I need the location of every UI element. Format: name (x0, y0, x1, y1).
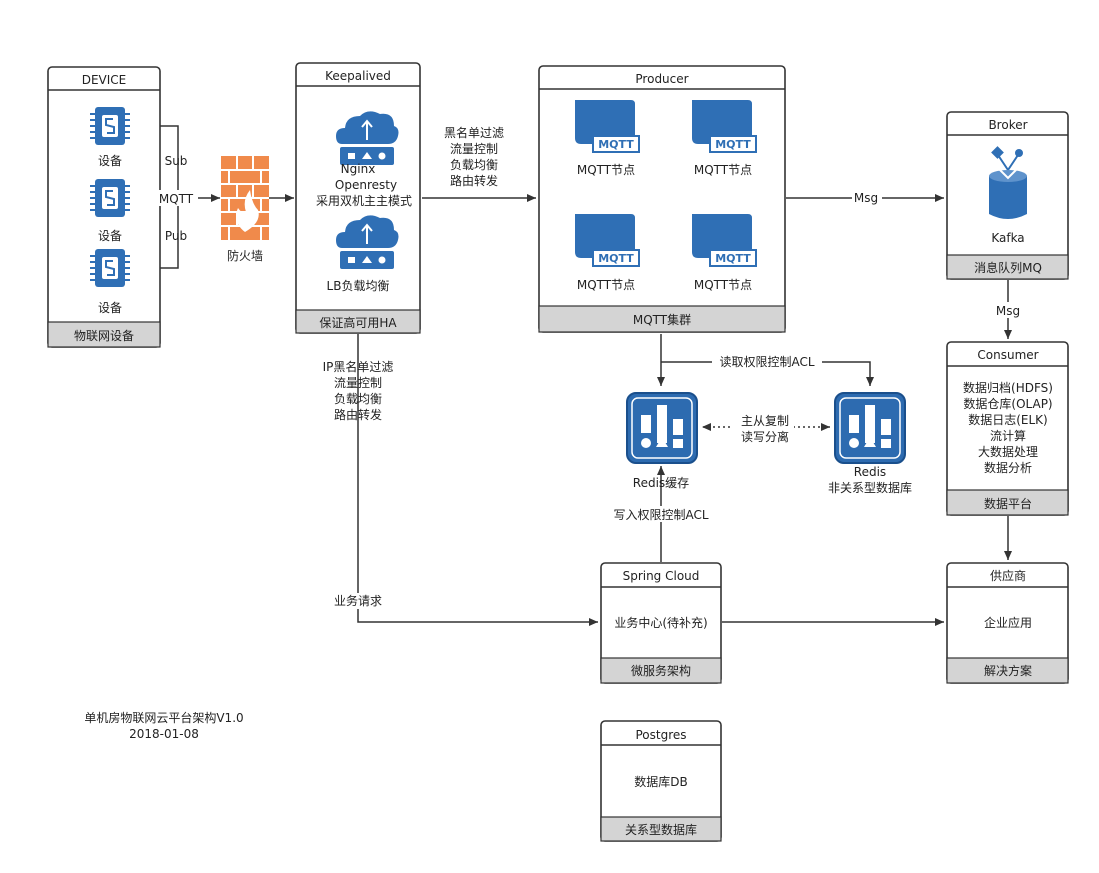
node-label: MQTT节点 (577, 163, 635, 177)
consumer-line: 数据分析 (984, 460, 1032, 475)
spring-footer: 微服务架构 (631, 663, 691, 678)
producer-title: Producer (635, 72, 688, 86)
acl-read-label: 读取权限控制ACL (719, 355, 814, 369)
link-mqtt: MQTT (159, 192, 194, 206)
consumer-title: Consumer (977, 348, 1038, 362)
consumer-line: 流计算 (990, 428, 1026, 443)
nginx-label: Nginx (341, 162, 376, 176)
redis-db-sublabel: 非关系型数据库 (828, 480, 912, 495)
broker-title: Broker (988, 118, 1027, 132)
postgres-body: 数据库DB (634, 774, 687, 789)
acl-write-label: 写入权限控制ACL (613, 508, 708, 522)
mqtt-node: MQTT MQTT节点 (691, 213, 757, 292)
supplier-group: 供应商 企业应用 解决方案 (946, 562, 1069, 684)
spring-title: Spring Cloud (623, 569, 700, 583)
lb-label: LB负载均衡 (327, 279, 390, 293)
ip-filter-labels: IP黑名单过滤 流量控制 负载均衡 路由转发 (323, 359, 394, 422)
chip-icon (89, 248, 131, 288)
producer-group: Producer MQTT集群 MQTT MQTT节点 MQTT MQTT节点 … (538, 65, 786, 333)
device-title: DEVICE (82, 73, 127, 87)
consumer-line: 数据日志(ELK) (968, 412, 1048, 427)
consumer-group: Consumer 数据归档(HDFS) 数据仓库(OLAP) 数据日志(ELK)… (946, 341, 1069, 516)
producer-footer: MQTT集群 (633, 312, 691, 327)
postgres-footer: 关系型数据库 (625, 822, 697, 837)
postgres-group: Postgres 数据库DB 关系型数据库 (600, 720, 722, 842)
firewall-label: 防火墙 (227, 248, 263, 263)
mode-label: 采用双机主主模式 (316, 194, 412, 208)
device-label: 设备 (98, 154, 122, 168)
node-label: MQTT节点 (577, 278, 635, 292)
chip-icon (89, 178, 131, 218)
device-label: 设备 (98, 301, 122, 315)
supplier-title: 供应商 (990, 568, 1026, 583)
keepalived-footer: 保证高可用HA (319, 315, 397, 330)
node-tag: MQTT (715, 252, 751, 265)
node-label: MQTT节点 (694, 163, 752, 177)
edge-label: 流量控制 (334, 376, 382, 390)
broker-footer: 消息队列MQ (974, 260, 1042, 275)
consumer-line: 数据归档(HDFS) (963, 380, 1053, 395)
openresty-label: Openresty (335, 178, 397, 192)
redis-icon (626, 392, 698, 464)
edge-label: 黑名单过滤 (444, 125, 504, 140)
edge-label: 负载均衡 (334, 392, 382, 406)
mqtt-node: MQTT MQTT节点 (574, 99, 640, 177)
supplier-body: 企业应用 (984, 615, 1032, 630)
edge-label: 路由转发 (450, 173, 498, 188)
spring-cloud-group: Spring Cloud 业务中心(待补充) 微服务架构 (600, 562, 722, 684)
kafka-label: Kafka (991, 231, 1024, 245)
diagram-date: 2018-01-08 (129, 727, 199, 741)
node-tag: MQTT (598, 138, 634, 151)
postgres-title: Postgres (635, 728, 686, 742)
keepalived-group: Keepalived 保证高可用HA Nginx Openresty 采用双机主… (295, 62, 421, 334)
node-tag: MQTT (715, 138, 751, 151)
redis-db-label: Redis (854, 465, 886, 479)
kafka-icon (989, 146, 1027, 219)
edge-label-group: 黑名单过滤 流量控制 负载均衡 路由转发 (444, 125, 504, 188)
mqtt-node: MQTT MQTT节点 (574, 213, 640, 292)
replication-label: 读写分离 (741, 429, 789, 444)
consumer-line: 数据仓库(OLAP) (963, 396, 1052, 411)
business-request-label: 业务请求 (334, 593, 382, 608)
link-sub: Sub (165, 154, 188, 168)
device-label: 设备 (98, 229, 122, 243)
redis-icon (834, 392, 906, 464)
edge-label: 负载均衡 (450, 158, 498, 172)
edge-label: 路由转发 (334, 407, 382, 422)
chip-icon (89, 106, 131, 146)
link-pub: Pub (165, 229, 187, 243)
replication-label: 主从复制 (741, 414, 789, 428)
consumer-footer: 数据平台 (984, 496, 1032, 511)
edge-label: IP黑名单过滤 (323, 359, 394, 374)
device-footer: 物联网设备 (74, 329, 134, 343)
diagram-caption: 单机房物联网云平台架构V1.0 (84, 710, 243, 725)
broker-group: Broker 消息队列MQ Kafka (946, 111, 1069, 280)
consumer-line: 大数据处理 (978, 444, 1038, 459)
redis-db: Redis 非关系型数据库 (828, 392, 912, 495)
node-tag: MQTT (598, 252, 634, 265)
supplier-footer: 解决方案 (984, 663, 1032, 678)
spring-body: 业务中心(待补充) (614, 615, 707, 630)
firewall-icon (221, 156, 269, 240)
msg-label: Msg (996, 304, 1020, 318)
keepalived-title: Keepalived (325, 69, 391, 83)
device-group: DEVICE 物联网设备 设备 设备 设备 (47, 66, 161, 348)
redis-cache-label: Redis缓存 (633, 476, 689, 490)
msg-label: Msg (854, 191, 878, 205)
edge-label: 流量控制 (450, 142, 498, 156)
redis-cache: Redis缓存 (626, 392, 698, 490)
node-label: MQTT节点 (694, 278, 752, 292)
mqtt-node: MQTT MQTT节点 (691, 99, 757, 177)
